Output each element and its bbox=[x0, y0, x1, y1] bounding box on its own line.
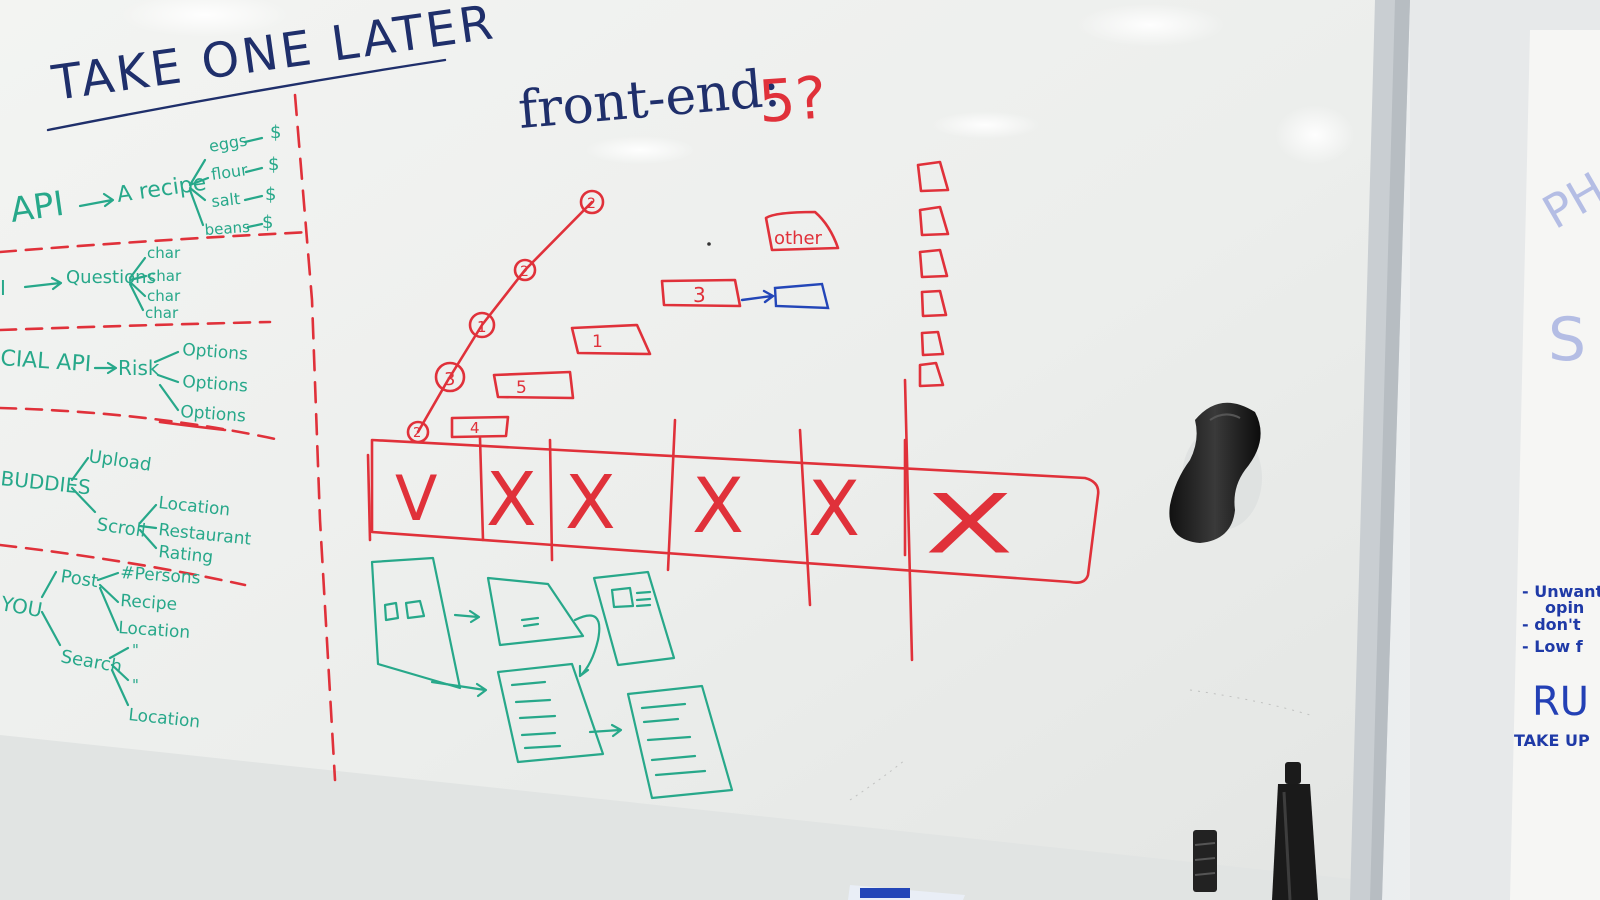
svg-text:other: other bbox=[774, 228, 823, 249]
svg-text:char: char bbox=[147, 244, 181, 262]
board-bottom bbox=[0, 735, 1360, 900]
svg-text:2: 2 bbox=[587, 196, 596, 212]
svg-text:Recipe: Recipe bbox=[120, 591, 178, 615]
matrix-cell: X bbox=[808, 464, 860, 553]
wireframe-sketches bbox=[370, 556, 734, 800]
svg-text:I: I bbox=[0, 276, 6, 300]
svg-text:opin: opin bbox=[1545, 598, 1584, 617]
svg-text:5: 5 bbox=[516, 378, 527, 398]
box-1 bbox=[570, 323, 652, 356]
magnetic-eraser-icon bbox=[1169, 402, 1262, 543]
svg-text:S: S bbox=[1548, 305, 1586, 375]
svg-text:RU: RU bbox=[1532, 679, 1589, 725]
marker-on-tray bbox=[848, 885, 965, 900]
matrix-cell: X bbox=[486, 457, 537, 543]
svg-text:2: 2 bbox=[413, 426, 421, 441]
svg-text:$: $ bbox=[262, 212, 273, 233]
smudges bbox=[849, 689, 1311, 801]
matrix-border bbox=[370, 438, 1100, 584]
svg-text:- don't: - don't bbox=[1522, 615, 1581, 634]
paper-sheet bbox=[1510, 30, 1600, 900]
svg-text:char: char bbox=[148, 267, 182, 285]
svg-text:flour: flour bbox=[210, 160, 249, 184]
title-underline bbox=[46, 58, 447, 132]
svg-text:3: 3 bbox=[693, 283, 706, 307]
you-section: YOU Post #Persons Recipe Location Search… bbox=[0, 563, 201, 732]
box-4 bbox=[450, 415, 510, 439]
timeline-node bbox=[468, 311, 496, 339]
wireframe-list bbox=[626, 684, 734, 800]
questions-section: I Questions char char char char bbox=[0, 244, 182, 322]
box-other bbox=[764, 210, 840, 252]
svg-text:TAKE UP: TAKE UP bbox=[1514, 731, 1590, 750]
timeline-node bbox=[579, 189, 605, 215]
svg-text:1: 1 bbox=[592, 332, 603, 352]
svg-text:$: $ bbox=[268, 154, 279, 175]
svg-text:": " bbox=[132, 676, 139, 694]
marker-pen-icon bbox=[1272, 762, 1318, 900]
svg-text:Risk: Risk bbox=[118, 356, 160, 380]
matrix-cell: X bbox=[692, 461, 744, 550]
box-3 bbox=[660, 278, 742, 308]
vertical-queue bbox=[903, 160, 950, 662]
matrix-cell: V bbox=[395, 462, 437, 535]
timeline-node bbox=[434, 361, 466, 393]
wireframe-list bbox=[496, 662, 605, 764]
svg-text:Post: Post bbox=[59, 566, 99, 592]
stacked-boxes: 4 5 1 3 other bbox=[450, 210, 840, 439]
svg-text:beans: beans bbox=[204, 218, 251, 239]
decision-matrix: V X X X X X bbox=[366, 418, 1100, 607]
box-5 bbox=[492, 370, 575, 400]
svg-text:$: $ bbox=[270, 122, 281, 143]
svg-text:char: char bbox=[147, 287, 181, 305]
wireframe-screen bbox=[370, 556, 462, 690]
svg-text:$: $ bbox=[265, 184, 276, 205]
svg-text:Options: Options bbox=[182, 372, 249, 397]
whiteboard-surface bbox=[0, 0, 1395, 900]
svg-text:API: API bbox=[8, 184, 67, 231]
marker-clip-icon bbox=[1193, 830, 1217, 892]
svg-text:- Unwant: - Unwant bbox=[1522, 582, 1600, 601]
light-glare bbox=[120, 0, 290, 37]
wireframe-screen bbox=[486, 576, 585, 647]
svg-text:Options: Options bbox=[180, 402, 247, 427]
svg-text:Options: Options bbox=[182, 340, 249, 365]
timeline-line bbox=[416, 200, 594, 434]
svg-text:4: 4 bbox=[470, 419, 480, 437]
box-next bbox=[773, 282, 830, 310]
wireframe-screen bbox=[592, 570, 676, 667]
matrix-cell: X bbox=[925, 476, 1014, 572]
timeline-node bbox=[513, 258, 537, 282]
svg-text:salt: salt bbox=[210, 189, 241, 211]
svg-text:char: char bbox=[145, 304, 179, 322]
svg-text:3: 3 bbox=[444, 369, 455, 390]
svg-text:- Low f: - Low f bbox=[1522, 637, 1584, 656]
section-dividers bbox=[0, 93, 337, 782]
heading-value: 5? bbox=[756, 63, 828, 136]
matrix-cell: X bbox=[565, 460, 616, 546]
vertical-divider bbox=[293, 93, 337, 782]
svg-text:2: 2 bbox=[520, 264, 529, 280]
svg-text:1: 1 bbox=[477, 318, 487, 336]
svg-text:": " bbox=[132, 641, 139, 659]
